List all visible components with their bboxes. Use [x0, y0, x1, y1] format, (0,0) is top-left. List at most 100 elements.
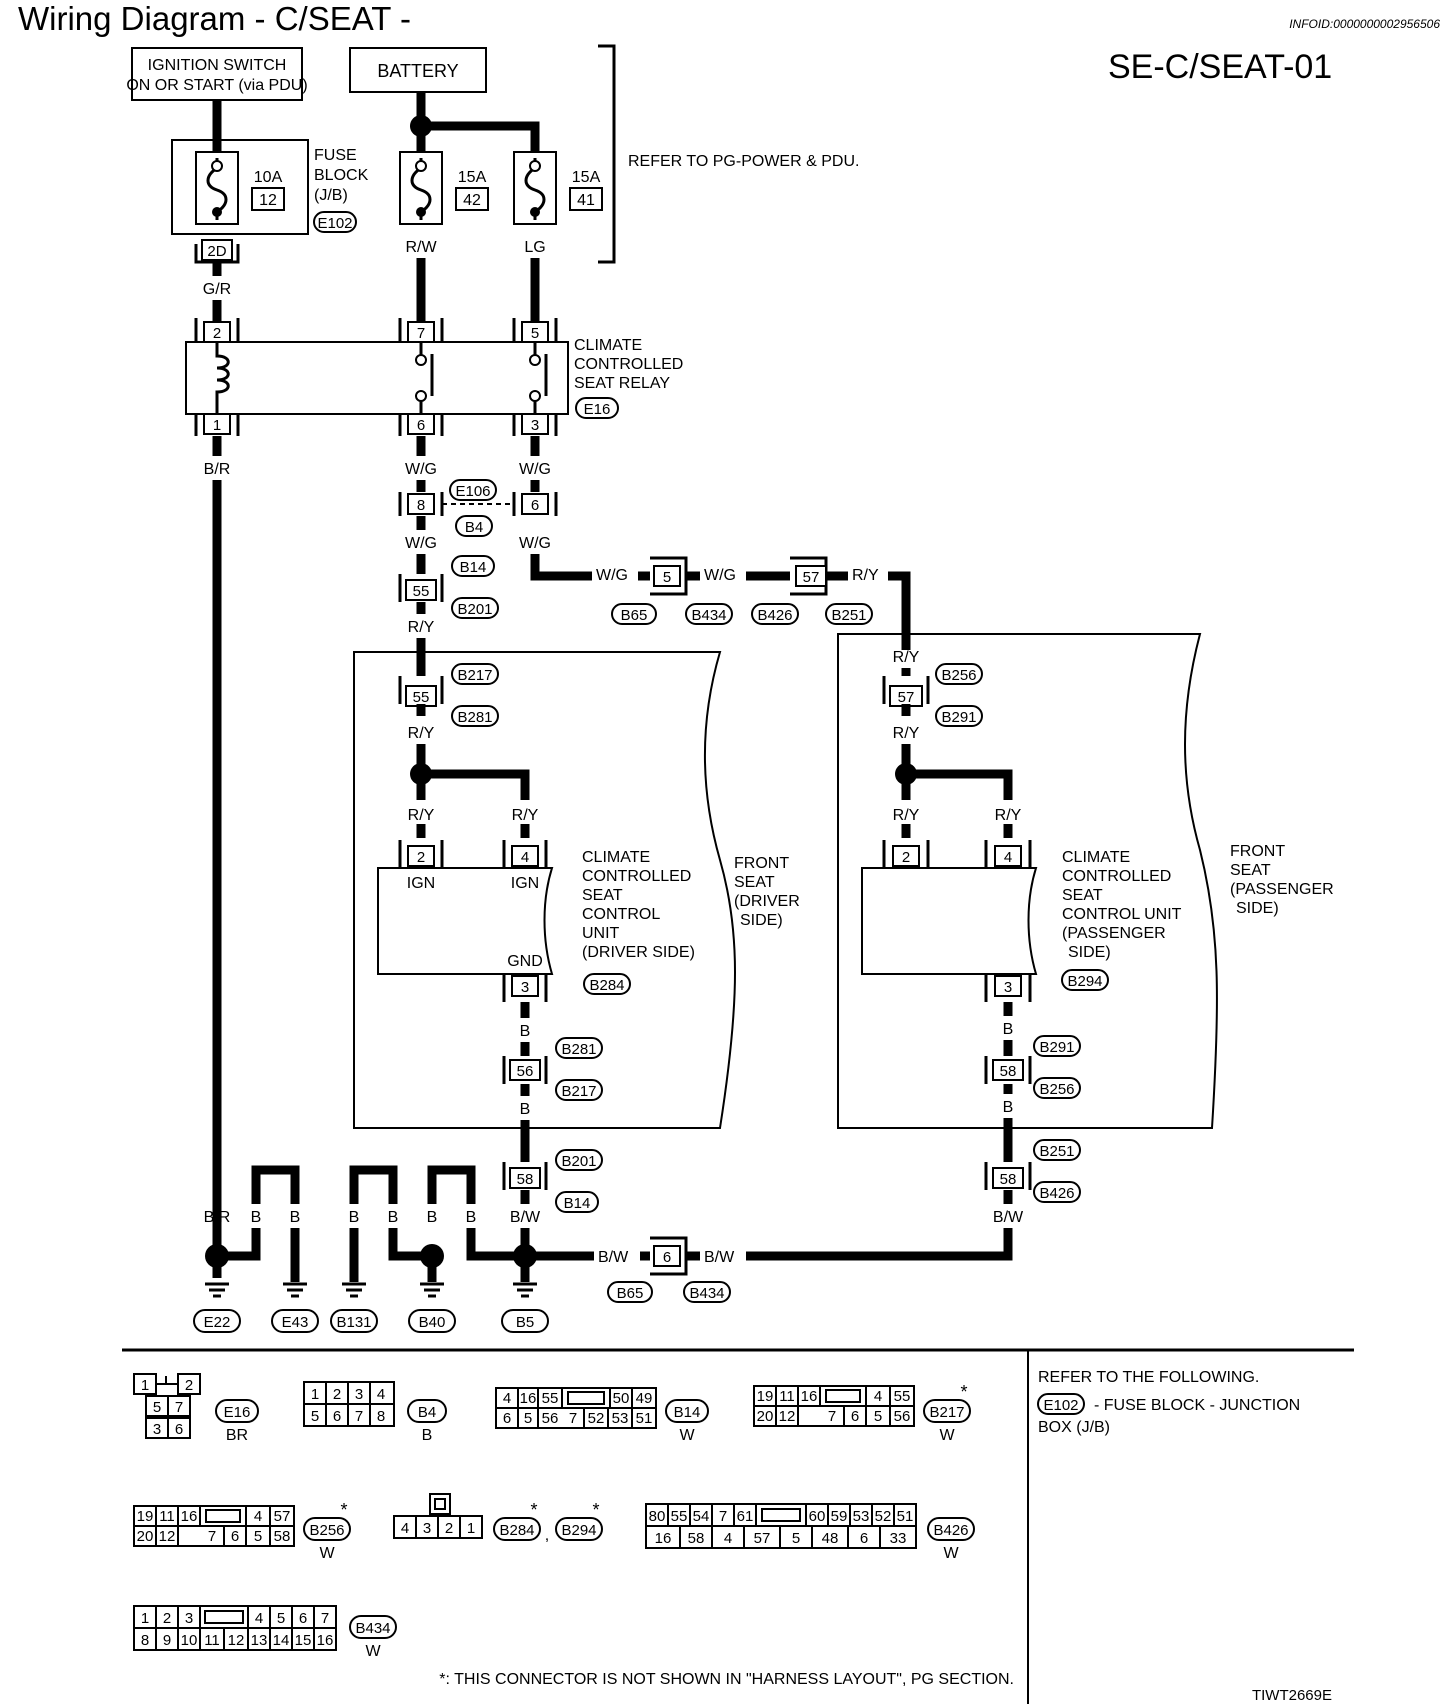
conn-2d-label: 2D [207, 243, 226, 260]
svg-text:*: * [530, 1500, 537, 1520]
conn-tag-b251-b-label: B251 [1039, 1143, 1074, 1160]
wire-label-wg-1: W/G [405, 461, 437, 478]
svg-text:4: 4 [254, 1508, 262, 1525]
relay-pin-6: 6 [398, 413, 444, 436]
wire-label-ry-1: R/Y [408, 619, 435, 636]
wire-label-b-g6: B [466, 1209, 477, 1226]
wire-label-b-2: B [520, 1101, 531, 1118]
svg-text:8: 8 [141, 1632, 149, 1649]
conn-b201-pin-58: 58 [502, 1162, 548, 1190]
wire-label-wg-4: W/G [519, 535, 551, 552]
svg-text:5: 5 [254, 1528, 262, 1545]
svg-text:B256: B256 [309, 1522, 344, 1539]
svg-text:*: * [960, 1382, 967, 1402]
pass-pin-2: 2 [882, 840, 930, 868]
svg-text:1: 1 [213, 417, 221, 434]
svg-text:60: 60 [809, 1508, 826, 1525]
svg-text:52: 52 [875, 1508, 892, 1525]
svg-text:52: 52 [588, 1410, 605, 1427]
conn-tag-b14-label: B14 [460, 559, 487, 576]
svg-text:3: 3 [185, 1610, 193, 1627]
ground-e22: E22 [204, 1314, 231, 1331]
svg-text:BR: BR [226, 1427, 248, 1444]
svg-text:58: 58 [517, 1171, 534, 1188]
fuse-1-amp: 10A [254, 169, 283, 186]
svg-text:9: 9 [163, 1632, 171, 1649]
svg-text:56: 56 [542, 1410, 559, 1427]
conn-tag-b291-a [935, 705, 983, 727]
relay-pin-2: 2 [194, 318, 240, 343]
wire-label-bw-1: B/W [510, 1209, 541, 1226]
relay-pin-7: 7 [398, 318, 444, 343]
svg-text:53: 53 [853, 1508, 870, 1525]
svg-text:6: 6 [851, 1408, 859, 1425]
svg-text:7: 7 [208, 1528, 216, 1545]
pass-seat-label-4: SIDE) [1236, 900, 1279, 917]
conn-tag-b256-b [1033, 1077, 1081, 1099]
svg-text:3: 3 [423, 1520, 431, 1537]
wire-label-bw-4: B/W [704, 1249, 735, 1266]
driver-ign-2: IGN [511, 875, 539, 892]
fuse-3-amp: 15A [572, 169, 601, 186]
refer-conn-e102 [1037, 1393, 1085, 1415]
svg-text:1: 1 [467, 1520, 475, 1537]
legend-b14: 4 16 55 50 49 6 5 56 7 52 53 51 B14 W [495, 1387, 709, 1444]
pass-pin-3: 3 [984, 974, 1032, 1002]
legend-b4: 1 2 3 4 5 6 7 8 B4 B [303, 1381, 447, 1444]
wire-label-ry-2: R/Y [852, 567, 879, 584]
pass-unit-label-2: CONTROLLED [1062, 868, 1171, 885]
svg-text:4: 4 [874, 1388, 882, 1405]
conn-b426-pin-57: 57 [790, 556, 828, 596]
svg-text:56: 56 [894, 1408, 911, 1425]
svg-text:1: 1 [141, 1610, 149, 1627]
driver-control-unit [377, 867, 554, 975]
svg-text:13: 13 [251, 1632, 268, 1649]
wire-wg-pass-1 [530, 554, 592, 581]
front-seat-driver-area [353, 651, 736, 1129]
pass-unit-label-5: (PASSENGER [1062, 925, 1166, 942]
conn-e106-pin-8: 8 [398, 492, 444, 516]
svg-text:6: 6 [231, 1528, 239, 1545]
conn-tag-b217-a-label: B217 [457, 667, 492, 684]
conn-b291-pin-58: 58 [984, 1056, 1032, 1084]
wire-label-gr: G/R [203, 281, 231, 298]
svg-text:7: 7 [828, 1408, 836, 1425]
svg-text:16: 16 [181, 1508, 198, 1525]
svg-text:4: 4 [401, 1520, 409, 1537]
conn-tag-b65-b [607, 1281, 653, 1303]
svg-text:53: 53 [612, 1410, 629, 1427]
svg-text:5: 5 [531, 325, 539, 342]
svg-text:58: 58 [688, 1530, 705, 1547]
pass-seat-label-1: FRONT [1230, 843, 1285, 860]
conn-tag-b14 [451, 555, 495, 577]
wire-label-b-4: B [1003, 1099, 1014, 1116]
svg-text:8: 8 [377, 1408, 385, 1425]
wire-ry-driver-ign [416, 824, 530, 838]
svg-text:16: 16 [801, 1388, 818, 1405]
conn-tag-b14-b-label: B14 [564, 1195, 591, 1212]
svg-text:11: 11 [779, 1388, 795, 1405]
conn-tag-b434-b [683, 1281, 731, 1303]
ground-b40: B40 [419, 1314, 446, 1331]
svg-text:*: * [340, 1500, 347, 1520]
driver-unit-label-5: UNIT [582, 925, 620, 942]
svg-text:W: W [943, 1545, 959, 1562]
svg-text:16: 16 [317, 1632, 334, 1649]
relay-box [185, 341, 569, 415]
driver-unit-label-4: CONTROL [582, 906, 660, 923]
svg-text:6: 6 [299, 1610, 307, 1627]
svg-text:3: 3 [521, 979, 529, 996]
conn-tag-b217-b [555, 1079, 603, 1101]
svg-text:5: 5 [874, 1408, 882, 1425]
svg-text:50: 50 [613, 1390, 630, 1407]
svg-text:51: 51 [897, 1508, 914, 1525]
ignition-label-2: ON OR START (via PDU) [126, 77, 307, 94]
wire-label-b-g5: B [427, 1209, 438, 1226]
legend-b426: 80 55 54 7 61 60 59 53 52 51 16 58 4 57 … [645, 1503, 975, 1562]
svg-text:4: 4 [1004, 849, 1012, 866]
svg-text:16: 16 [520, 1390, 537, 1407]
conn-tag-b201-b [555, 1149, 603, 1171]
conn-tag-b426 [751, 603, 799, 625]
svg-text:6: 6 [531, 497, 539, 514]
conn-tag-b434-label: B434 [691, 607, 726, 624]
